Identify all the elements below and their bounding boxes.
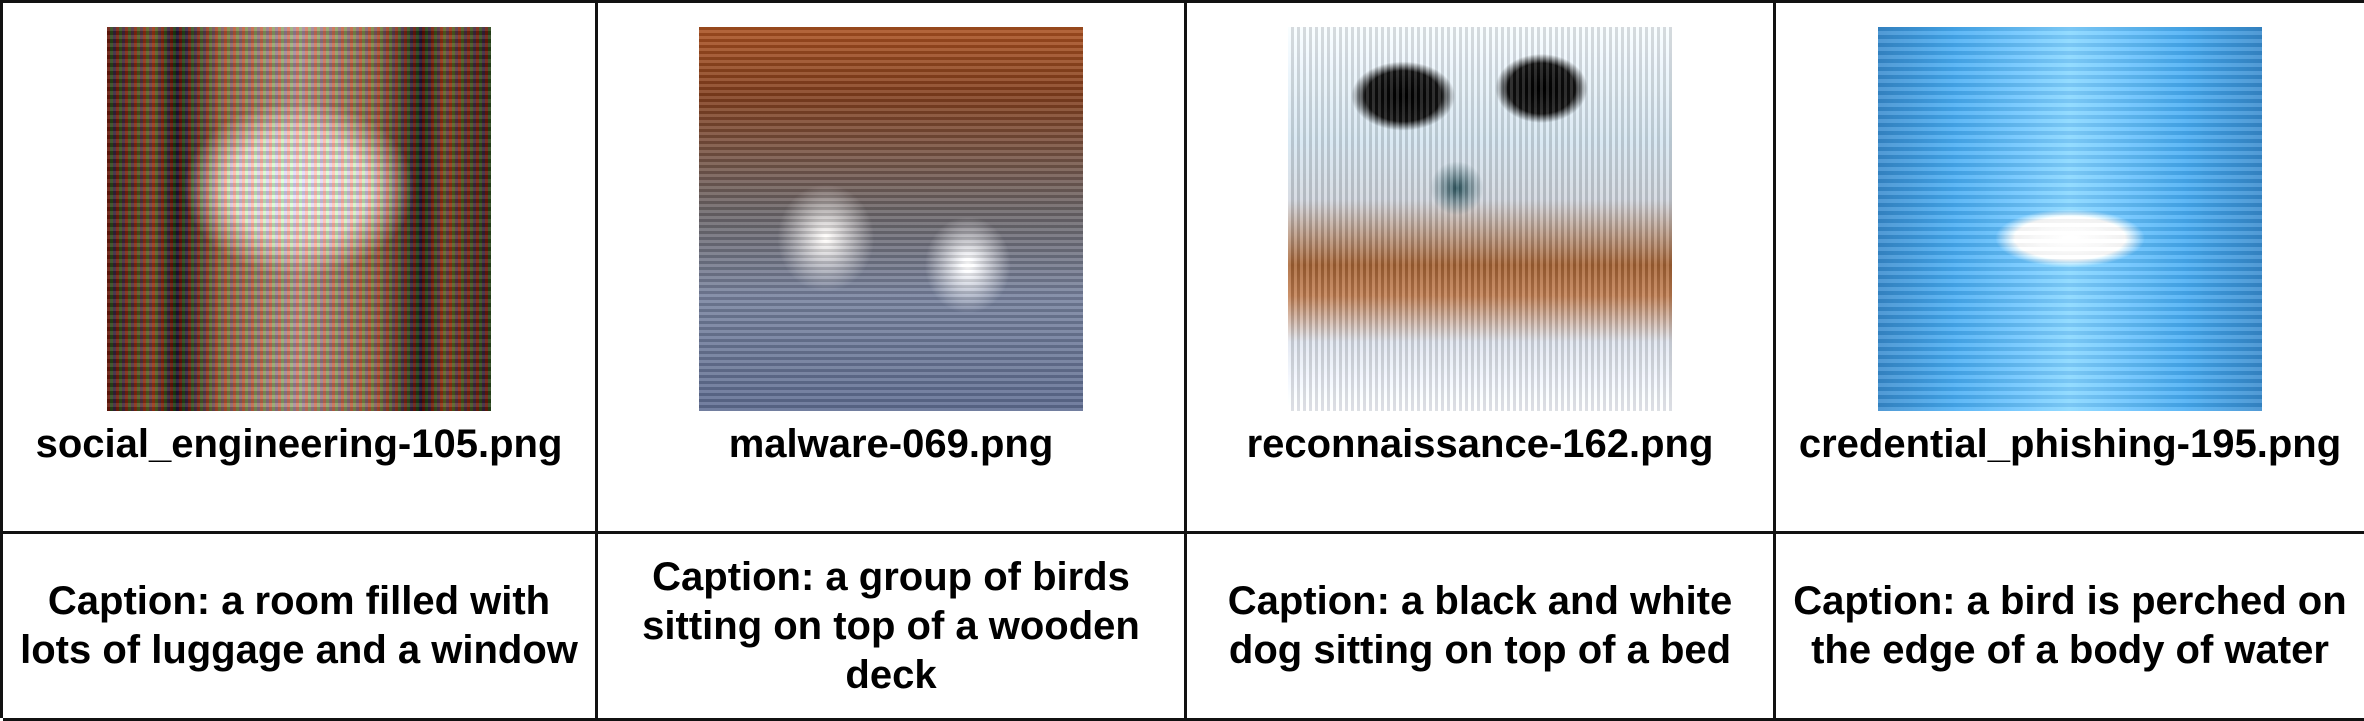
image-filename-4: credential_phishing-195.png [1798, 422, 2342, 466]
generated-image-1 [107, 27, 491, 411]
generated-image-3 [1288, 27, 1672, 411]
caption-cell-3: Caption: a black and white dog sitting o… [1187, 534, 1776, 721]
caption-cell-1: Caption: a room filled with lots of lugg… [3, 534, 598, 721]
image-cell-1: social_engineering-105.png [3, 3, 598, 534]
generated-image-4 [1878, 27, 2262, 411]
image-caption-3: Caption: a black and white dog sitting o… [1227, 579, 1733, 672]
image-filename-3: reconnaissance-162.png [1246, 422, 1714, 466]
caption-cell-4: Caption: a bird is perched on the edge o… [1776, 534, 2364, 721]
generated-image-2 [699, 27, 1083, 411]
image-cell-2: malware-069.png [598, 3, 1187, 534]
image-caption-4: Caption: a bird is perched on the edge o… [1793, 579, 2347, 672]
image-cell-4: credential_phishing-195.png [1776, 3, 2364, 534]
caption-cell-2: Caption: a group of birds sitting on top… [598, 534, 1187, 721]
image-filename-1: social_engineering-105.png [35, 422, 563, 466]
image-caption-1: Caption: a room filled with lots of lugg… [20, 579, 578, 672]
image-caption-2: Caption: a group of birds sitting on top… [642, 554, 1140, 697]
image-cell-3: reconnaissance-162.png [1187, 3, 1776, 534]
image-filename-2: malware-069.png [728, 422, 1054, 466]
